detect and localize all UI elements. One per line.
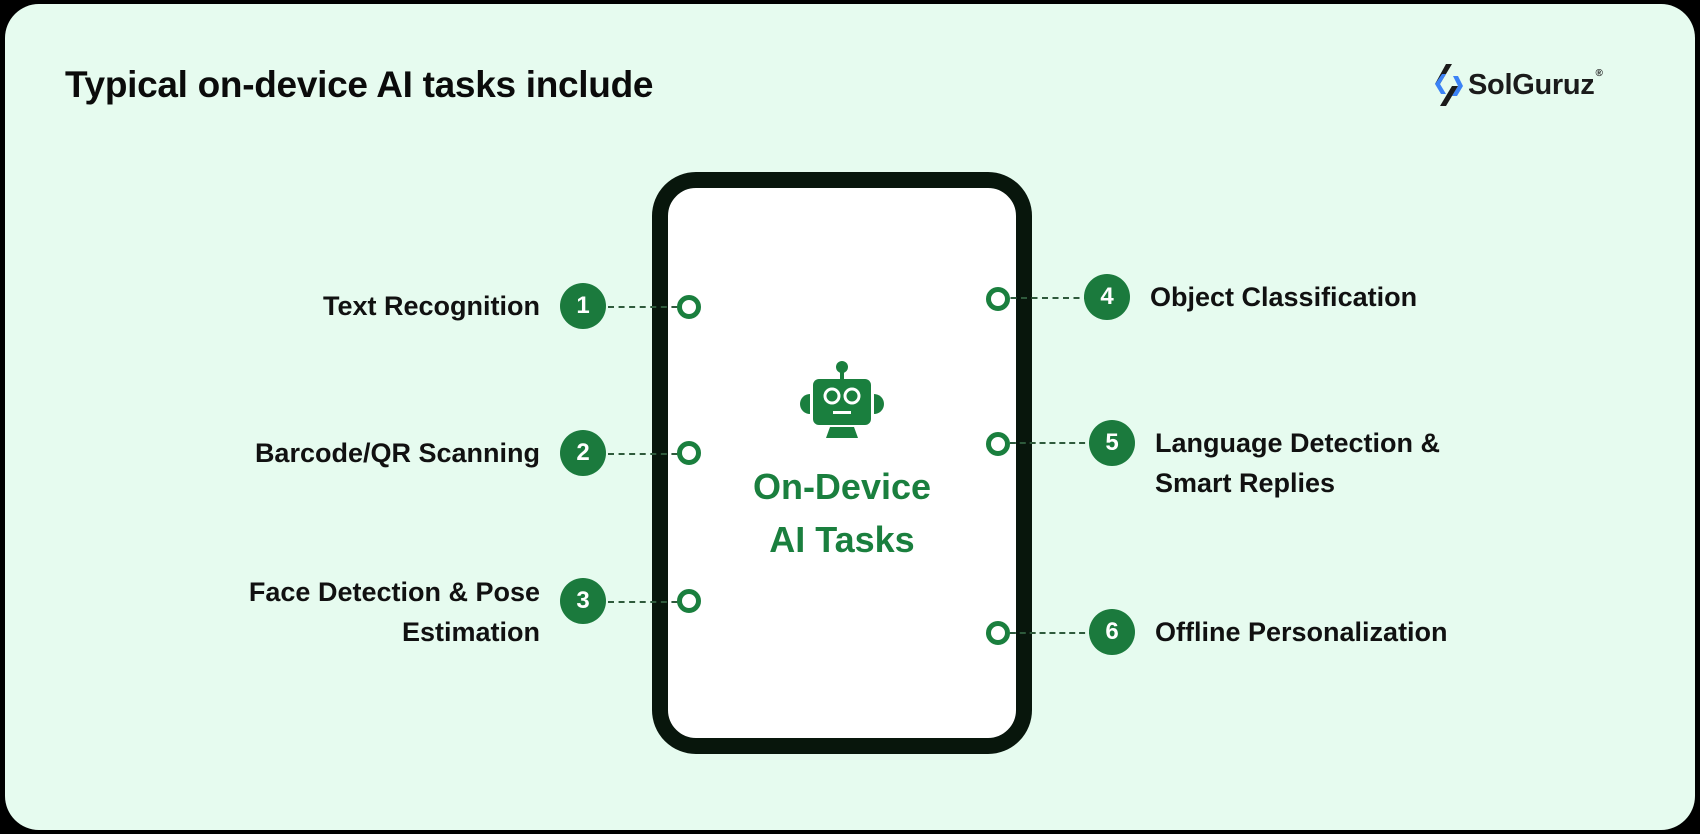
- center-title: On-Device AI Tasks: [652, 460, 1032, 566]
- connector-dot-2: [677, 441, 701, 465]
- task-number-badge-4: 4: [1084, 274, 1130, 320]
- task-label-5-line1: Language Detection &: [1155, 428, 1441, 458]
- connector-dot-3: [677, 589, 701, 613]
- page-title: Typical on-device AI tasks include: [65, 64, 654, 105]
- solguruz-logo-icon: [1435, 64, 1463, 106]
- connector-line-2: [608, 453, 688, 455]
- task-label-3-line2: Estimation: [401, 617, 540, 647]
- center-title-line1: On-Device: [752, 466, 932, 507]
- center-title-line2: AI Tasks: [769, 519, 915, 560]
- task-label-6: Offline Personalization: [1155, 612, 1448, 652]
- task-label-2-line1: Barcode/QR Scanning: [254, 438, 540, 468]
- task-number-badge-3: 3: [560, 578, 606, 624]
- center-hub: On-Device AI Tasks: [652, 360, 1032, 566]
- connector-line-6: [1000, 632, 1095, 634]
- connector-dot-4: [986, 287, 1010, 311]
- task-label-1-line1: Text Recognition: [322, 291, 540, 321]
- task-label-4-line1: Object Classification: [1150, 282, 1418, 312]
- brand-logo: SolGuruz ®: [1432, 60, 1603, 110]
- task-number-badge-6: 6: [1089, 609, 1135, 655]
- task-label-3-line1: Face Detection & Pose: [248, 577, 540, 607]
- task-label-5: Language Detection & Smart Replies: [1155, 423, 1440, 503]
- task-label-5-line2: Smart Replies: [1155, 468, 1336, 498]
- task-label-3: Face Detection & Pose Estimation: [249, 572, 540, 652]
- task-number-badge-5: 5: [1089, 420, 1135, 466]
- connector-line-5: [1000, 442, 1095, 444]
- brand-name: SolGuruz: [1468, 68, 1595, 101]
- task-label-2: Barcode/QR Scanning: [255, 433, 540, 473]
- phone-frame: [652, 172, 1032, 754]
- task-label-1: Text Recognition: [323, 286, 540, 326]
- registered-mark: ®: [1595, 67, 1603, 79]
- task-label-6-line1: Offline Personalization: [1155, 617, 1448, 647]
- robot-icon: [800, 361, 884, 438]
- task-label-4: Object Classification: [1150, 277, 1417, 317]
- connector-dot-6: [986, 621, 1010, 645]
- connector-line-3: [608, 601, 688, 603]
- connector-line-1: [608, 306, 688, 308]
- connector-dot-5: [986, 432, 1010, 456]
- task-number-badge-1: 1: [560, 283, 606, 329]
- connector-line-4: [1000, 297, 1090, 299]
- connector-dot-1: [677, 295, 701, 319]
- task-number-badge-2: 2: [560, 430, 606, 476]
